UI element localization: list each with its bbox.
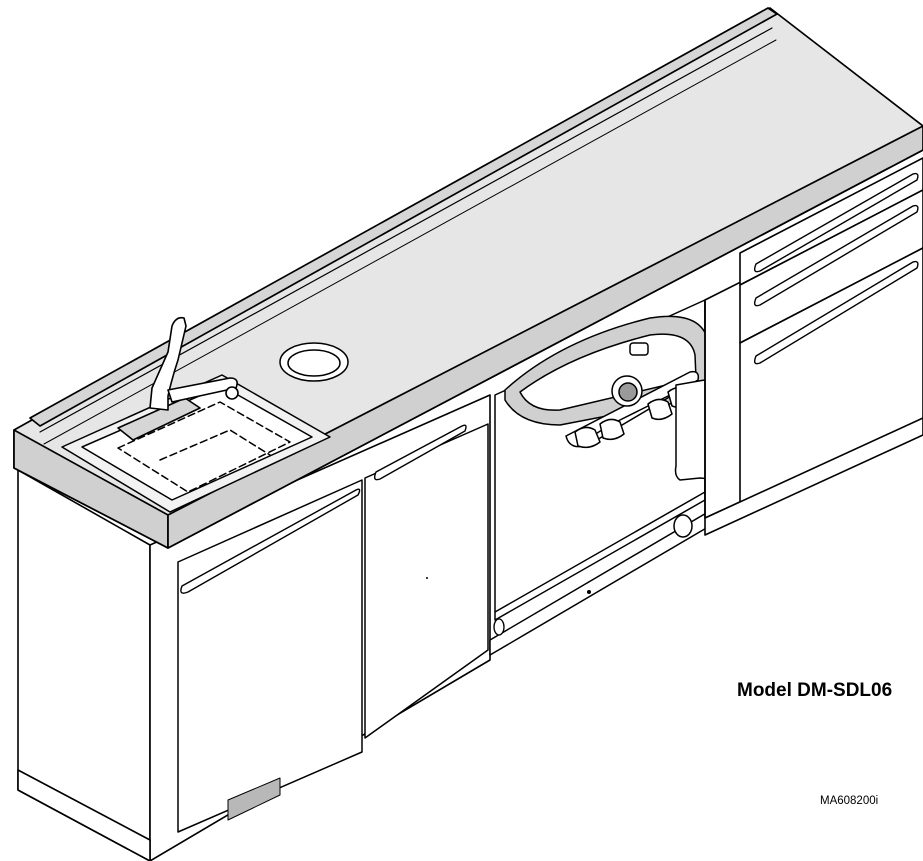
grommet-right (673, 514, 693, 538)
delivery-unit (504, 315, 724, 481)
drawer-pulls (753, 172, 919, 365)
door-mark (426, 577, 428, 579)
faucet-icon (117, 316, 239, 441)
waste-chute (279, 342, 349, 382)
bay-screw (587, 590, 591, 594)
figure-code: MA608200i (820, 795, 879, 807)
sink (61, 374, 331, 513)
model-label: Model DM-SDL06 (737, 680, 893, 701)
toe-kick-shadow (227, 777, 281, 821)
door-pulls (180, 424, 467, 594)
grommet-left (493, 618, 505, 636)
